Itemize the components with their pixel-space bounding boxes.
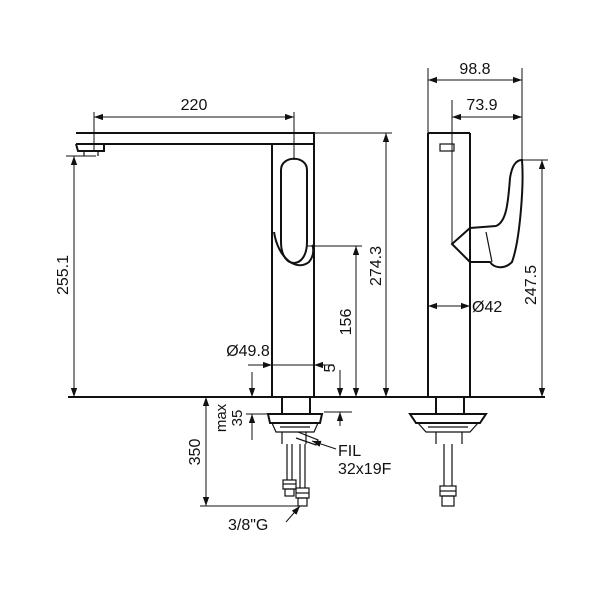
dim-max-counter-thickness: max 35: [213, 372, 268, 440]
label-max-value: 35: [229, 410, 246, 427]
dim-overall-height: 274.3: [314, 132, 392, 397]
label-height-to-spout: 255.1: [55, 255, 72, 295]
side-spout-outlet: [439, 143, 455, 152]
dim-side-height: 247.5: [522, 159, 548, 397]
label-spout-reach: 220: [181, 97, 208, 114]
bracket-clip: [295, 431, 319, 446]
label-base-diameter: Ø49.8: [226, 343, 270, 360]
label-hose-length: 350: [187, 439, 204, 466]
dim-lever-height: 156: [307, 245, 362, 397]
label-side-diameter: Ø42: [472, 299, 502, 316]
dim-side-diameter: Ø42: [428, 299, 502, 316]
side-mounting-nut: [408, 413, 488, 424]
lever-slot: [280, 157, 308, 264]
callout-connection: 3/8"G: [228, 505, 301, 534]
side-mounting-shank: [435, 396, 465, 415]
dim-side-handle: 73.9: [451, 97, 522, 244]
spout-arm: [76, 132, 315, 145]
label-overall-height: 274.3: [368, 246, 385, 286]
spout-nozzle: [75, 143, 105, 152]
mounting-nut: [266, 413, 324, 424]
side-view: [408, 132, 524, 507]
dim-hose-length: 350: [187, 397, 298, 507]
dim-spout-reach: 220: [93, 97, 295, 160]
dim-side-width: 98.8: [427, 61, 523, 160]
side-lever-handle: [450, 227, 471, 263]
lever-grip: [273, 231, 315, 267]
mounting-bracket: [271, 422, 319, 433]
callout-thread: FIL 32x19F: [311, 440, 392, 478]
side-mounting-bracket: [416, 422, 480, 433]
label-connection: 3/8"G: [228, 517, 268, 534]
dim-base-thickness: 5: [322, 363, 352, 426]
label-side-handle: 73.9: [466, 97, 497, 114]
label-lever-height: 156: [338, 309, 355, 336]
label-side-height: 247.5: [523, 265, 540, 305]
mounting-shank: [281, 396, 311, 415]
label-max: max: [213, 403, 230, 432]
label-thread-line2: 32x19F: [338, 461, 392, 478]
label-base-thickness: 5: [322, 363, 339, 372]
label-thread-line1: FIL: [338, 443, 361, 460]
dim-base-diameter: Ø49.8: [226, 343, 334, 369]
label-side-width: 98.8: [459, 61, 490, 78]
dim-height-to-spout: 255.1: [55, 155, 96, 397]
